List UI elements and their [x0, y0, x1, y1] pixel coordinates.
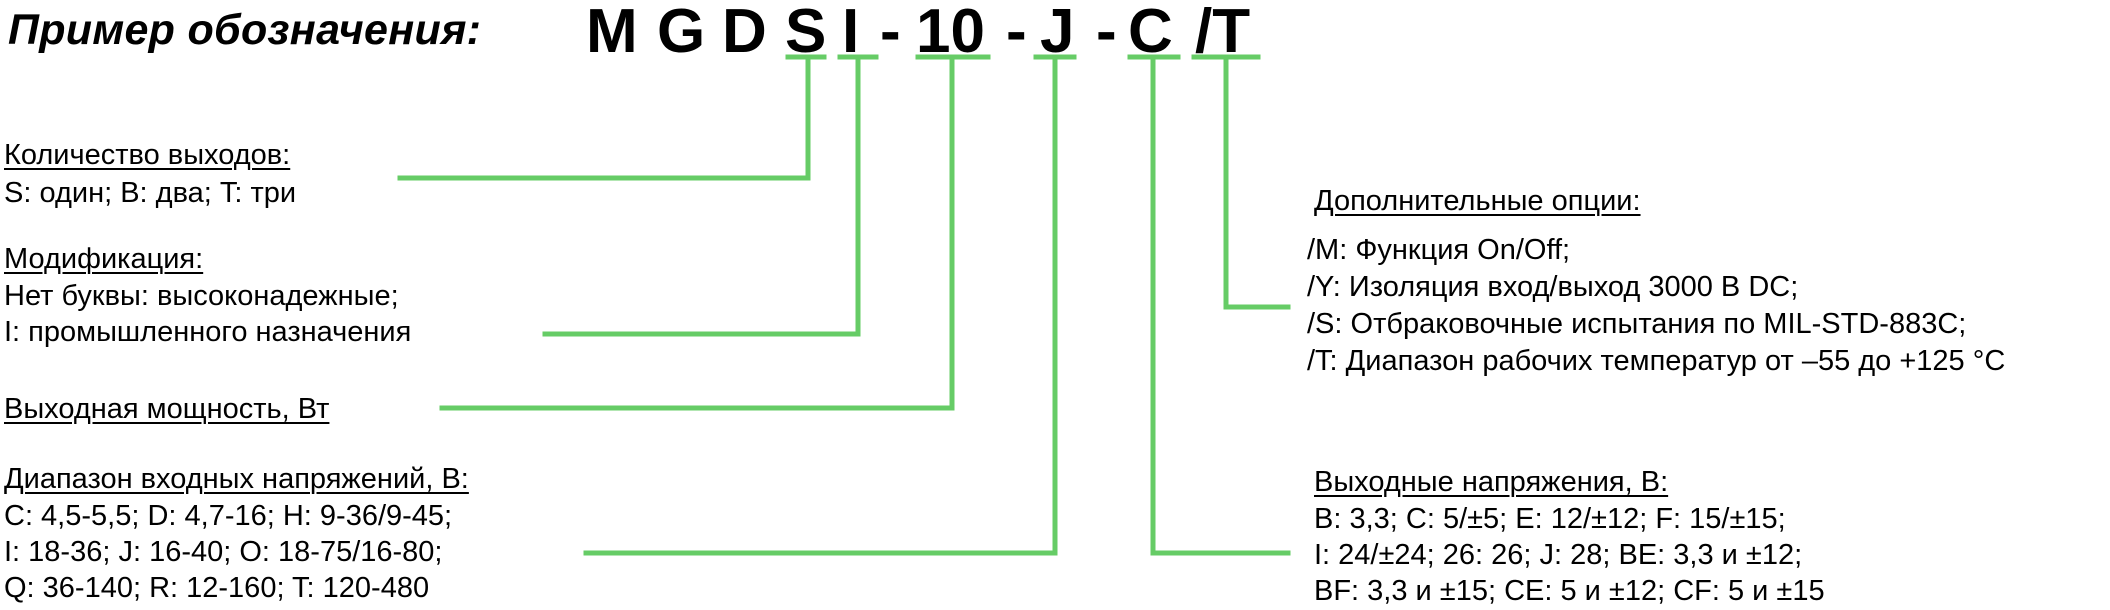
modification-heading: Модификация:	[4, 243, 204, 275]
designation-title: Пример обозначения:	[8, 6, 482, 54]
input-range-line-2: I: 18-36; J: 16-40; O: 18-75/16-80;	[4, 536, 443, 568]
input-range-line-3: Q: 36-140; R: 12-160; T: 120-480	[4, 572, 430, 604]
output-voltage-heading: Выходные напряжения, В:	[1314, 466, 1669, 498]
connector-input-range	[583, 54, 1058, 556]
output-voltage-line-3: BF: 3,3 и ±15; CE: 5 и ±12; CF: 5 и ±15	[1314, 575, 1825, 607]
connector-options	[1223, 54, 1291, 310]
outputs-line-1: S: один; B: два; T: три	[4, 177, 297, 209]
connector-output-voltage	[1150, 54, 1291, 556]
output-voltage-line-1: B: 3,3; C: 5/±5; E: 12/±12; F: 15/±15;	[1314, 503, 1786, 535]
code-char-j: J	[1040, 0, 1075, 66]
options-heading: Дополнительные опции:	[1314, 185, 1641, 217]
power-heading: Выходная мощность, Вт	[4, 393, 330, 425]
code-power: 10	[916, 0, 985, 66]
connector-modification	[542, 54, 861, 337]
code-dash-1: -	[880, 0, 901, 66]
options-line-4: /T: Диапазон рабочих температур от –55 д…	[1307, 345, 2006, 377]
modification-line-2: I: промышленного назначения	[4, 316, 412, 348]
connector-power	[439, 54, 955, 411]
options-line-1: /M: Функция On/Off;	[1307, 234, 1571, 266]
modification-line-1: Нет буквы: высоконадежные;	[4, 280, 399, 312]
output-voltage-line-2: I: 24/±24; 26: 26; J: 28; BE: 3,3 и ±12;	[1314, 539, 1803, 571]
code-dash-3: -	[1096, 0, 1117, 66]
input-range-line-1: C: 4,5-5,5; D: 4,7-16; H: 9-36/9-45;	[4, 500, 453, 532]
code-char-i: I	[842, 0, 860, 66]
options-line-3: /S: Отбраковочные испытания по MIL-STD-8…	[1307, 308, 1967, 340]
code-option-t: /T	[1195, 0, 1251, 66]
options-line-2: /Y: Изоляция вход/выход 3000 В DC;	[1307, 271, 1799, 303]
code-char-c: C	[1128, 0, 1173, 66]
code-char-g: G	[657, 0, 706, 66]
input-range-heading: Диапазон входных напряжений, В:	[4, 463, 469, 495]
code-char-m: M	[586, 0, 638, 66]
outputs-heading: Количество выходов:	[4, 139, 291, 171]
code-char-s: S	[785, 0, 827, 66]
connector-outputs	[397, 54, 811, 181]
code-char-d: D	[722, 0, 767, 66]
code-dash-2: -	[1006, 0, 1027, 66]
